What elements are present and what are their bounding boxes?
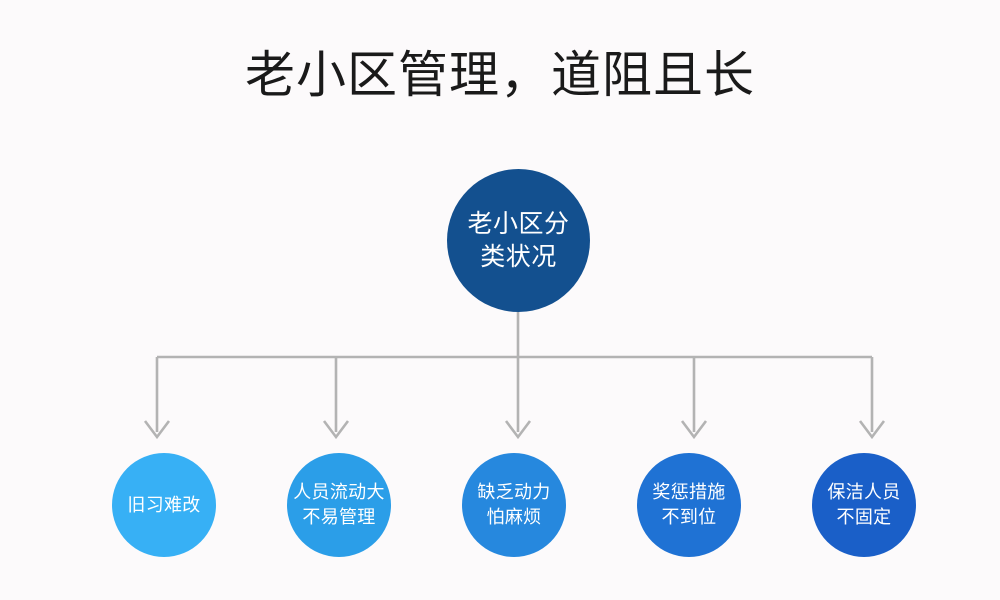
node-leaf-4-label: 保洁人员 不固定 [827, 482, 901, 527]
page-title: 老小区管理，道阻且长 [245, 47, 755, 103]
arrowhead-1 [322, 420, 350, 440]
node-leaf-1-label: 人员流动大 不易管理 [293, 482, 385, 527]
node-leaf-0[interactable]: 旧习难改 [112, 453, 216, 557]
node-leaf-3-label: 奖惩措施 不到位 [652, 482, 726, 527]
node-root[interactable]: 老小区分 类状况 [447, 169, 590, 312]
arrowhead-3 [680, 420, 708, 440]
node-root-label: 老小区分 类状况 [467, 209, 570, 271]
arrowhead-4 [858, 420, 886, 440]
node-leaf-2[interactable]: 缺乏动力 怕麻烦 [462, 453, 566, 557]
node-leaf-4[interactable]: 保洁人员 不固定 [812, 453, 916, 557]
node-leaf-1[interactable]: 人员流动大 不易管理 [287, 453, 391, 557]
node-leaf-3[interactable]: 奖惩措施 不到位 [637, 453, 741, 557]
arrowhead-2 [504, 420, 532, 440]
node-leaf-0-label: 旧习难改 [127, 494, 201, 515]
arrowhead-0 [143, 420, 171, 440]
node-leaf-2-label: 缺乏动力 怕麻烦 [477, 482, 551, 527]
